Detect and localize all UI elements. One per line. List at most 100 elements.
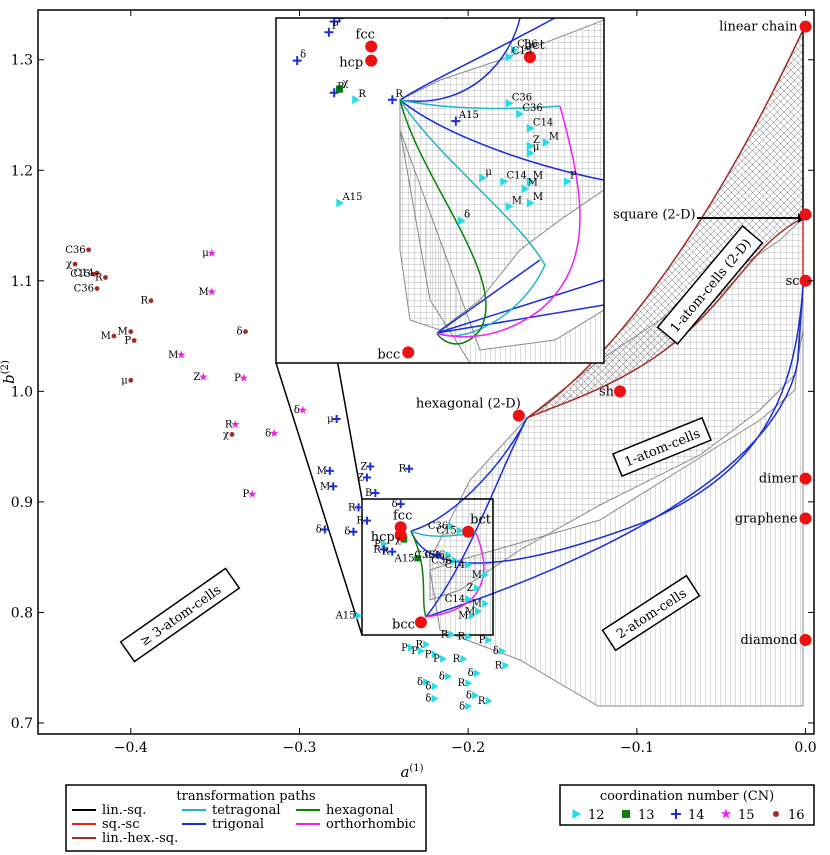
data-point-cn15 (298, 405, 307, 414)
data-point-cn12 (445, 672, 452, 681)
data-point-label: δ (439, 672, 445, 683)
data-point-cn12 (475, 607, 483, 616)
data-point-label: C36 (74, 284, 94, 295)
main-markers (72, 20, 812, 711)
data-point-label: δ (425, 694, 431, 705)
inset-point-cn12 (510, 45, 519, 55)
inset-trigonal-1 (399, 18, 557, 101)
inset-trigonal-2 (399, 99, 604, 181)
inset-point-label: C14 (533, 117, 553, 128)
data-point-cn15 (270, 428, 279, 437)
legend-marker-cn12 (572, 809, 581, 819)
inset-point-cn14 (324, 27, 334, 37)
data-point-label: C36 (414, 550, 434, 561)
data-point-cn16 (128, 329, 134, 335)
data-point-label: M (101, 331, 111, 342)
data-point-cn14 (362, 516, 371, 525)
data-point-label: M (320, 481, 330, 492)
inset-point-cn12 (479, 173, 487, 183)
data-point-cn12 (460, 654, 468, 663)
x-tick-label: −0.4 (114, 740, 148, 756)
data-point-label: P (433, 654, 440, 665)
data-point-cn16 (243, 329, 248, 335)
x-tick-label: 0.0 (794, 740, 816, 756)
data-point-label: A15 (394, 553, 415, 564)
data-point-cn14 (332, 414, 341, 423)
inset-point-label: μ (485, 167, 492, 178)
data-point-label: C14 (445, 594, 465, 605)
data-point-cn12 (431, 650, 439, 659)
inset-point-label: M (512, 196, 522, 207)
data-point-cn12 (451, 556, 459, 565)
special-label: bct (470, 513, 492, 528)
inset-point-label: P (570, 171, 577, 182)
inset-point-cn12 (500, 177, 508, 187)
inset-special-fcc (365, 40, 378, 53)
inset-point-cn12 (505, 202, 514, 212)
data-point-cn15 (239, 373, 248, 382)
inset-point-label: μ (533, 142, 540, 153)
data-point-cn15 (207, 248, 216, 257)
inset-special-label: bcc (377, 347, 400, 362)
inset-trigonal-4 (436, 304, 604, 334)
data-point-cn12 (465, 595, 473, 604)
data-point-cn12 (355, 611, 363, 620)
transformation-paths (410, 29, 806, 618)
x-axis-title: a(1) (400, 763, 423, 781)
data-point-label: P (479, 635, 486, 646)
inset-special-bcc (402, 346, 415, 359)
y-tick-label: 1.2 (11, 163, 33, 179)
data-point-label: Z (193, 372, 200, 383)
legend-marker-cn15 (720, 808, 732, 819)
inset-point-cn12 (526, 141, 535, 151)
legend-cn-label: 14 (688, 808, 705, 823)
x-tick-label: −0.3 (282, 740, 316, 756)
data-point-cn14 (329, 482, 338, 491)
region-label-3-atom: ≥ 3-atom-cells (138, 583, 225, 650)
data-point-label: M (199, 287, 209, 298)
inset-point-label: P (337, 82, 344, 93)
special-point-square-2-d- (799, 208, 812, 221)
special-label: hcp (371, 530, 395, 545)
inset-point-label: P (337, 11, 344, 22)
data-point-label: B (365, 488, 372, 499)
data-point-label: δ (493, 646, 499, 657)
inset-point-label: M (533, 192, 543, 203)
data-point-cn16 (229, 432, 235, 437)
one-atom-cells-2d-region (527, 30, 803, 418)
inset-point-label: C15 (512, 46, 532, 57)
legend-cn-label: 15 (738, 808, 755, 823)
data-point-label: δ (466, 690, 472, 701)
paths-legend-box (65, 784, 427, 852)
data-point-label: χ (395, 534, 401, 545)
inset-point-cn12 (526, 123, 535, 133)
data-point-label: χ (223, 429, 229, 440)
data-point-cn14 (371, 489, 380, 498)
data-point-label: A15 (335, 611, 356, 622)
data-point-cn14 (379, 545, 388, 554)
data-point-cn12 (482, 570, 490, 579)
data-point-cn12 (408, 643, 415, 652)
data-point-label: C15 (70, 269, 90, 280)
inset-hexagonal (399, 99, 487, 345)
inset-special-label: hcp (339, 56, 363, 71)
data-point-cn12 (465, 679, 473, 688)
legend-marker-cn14 (671, 809, 681, 819)
zoom-box (361, 498, 494, 636)
data-point-cn12 (473, 669, 481, 678)
data-point-label: M (472, 570, 482, 581)
data-point-label: R (478, 696, 486, 707)
inset-point-cn12 (352, 95, 360, 105)
special-point-sh (614, 385, 626, 398)
data-point-label: P (374, 539, 381, 550)
inset-point-cn12 (526, 198, 535, 208)
data-point-cn14 (366, 462, 375, 471)
special-point-dimer (799, 472, 812, 485)
data-point-cn15 (248, 489, 257, 498)
path-trigonal-fcc-sc (410, 285, 804, 564)
data-point-label: δ (425, 681, 431, 692)
special-point-hcp (394, 529, 407, 542)
legend-path-label: sq.-sc (102, 817, 139, 832)
data-point-cn14 (354, 503, 363, 512)
